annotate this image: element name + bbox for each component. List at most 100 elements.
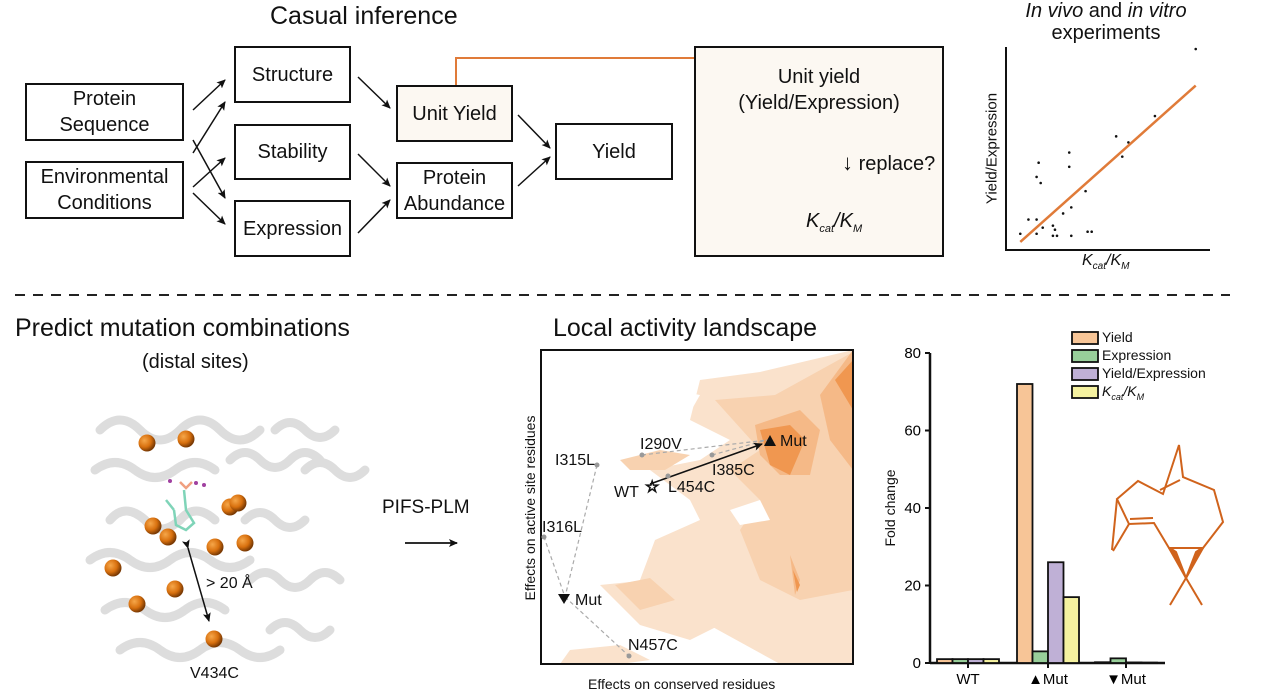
label-wt: WT <box>614 484 639 501</box>
scatter-axes <box>1005 47 1210 251</box>
bar-expression <box>951 658 969 664</box>
node-expression: Expression <box>234 200 351 257</box>
mutation-site-sphere <box>128 595 146 613</box>
note-replace: ↓ replace? <box>842 150 935 176</box>
arrow-expression-abundance <box>357 199 391 234</box>
legend-swatch <box>1071 349 1099 363</box>
scatter-point <box>1051 234 1055 238</box>
arrow-abundance-yield <box>517 156 551 187</box>
bar-x-tick-label: ▲Mut <box>1028 671 1069 688</box>
bar-y-tick-label: 80 <box>904 345 921 362</box>
bar-x-tick-label: ▼Mut <box>1106 671 1147 688</box>
scatter-point <box>1035 175 1038 179</box>
cat-subscript: cat <box>819 223 835 235</box>
node-label: Structure <box>251 63 334 86</box>
node-label: Protein Abundance <box>403 166 506 215</box>
scatter-point <box>1067 151 1071 154</box>
arrow-seq-expression <box>192 139 226 199</box>
legend-swatch <box>1071 385 1099 399</box>
scatter-point <box>1194 47 1198 51</box>
ligand <box>165 479 206 532</box>
scatter-point <box>1084 189 1087 193</box>
scatter-point <box>1114 135 1118 138</box>
node-environmental-conditions: Environmental Conditions <box>25 161 184 219</box>
scatter-point <box>1090 230 1093 234</box>
arrow-unityield-yield <box>517 114 551 149</box>
scatter-point <box>1127 141 1130 144</box>
node-unit-yield: Unit Yield <box>396 85 513 142</box>
unit-yield-note: Unit yield (Yield/Expression) ↓ replace?… <box>694 46 944 257</box>
scatter-point <box>1053 228 1057 231</box>
bottom-title: Predict mutation combinations <box>15 314 350 342</box>
scatter-point <box>1035 232 1038 236</box>
mutation-points <box>541 452 715 659</box>
arrow-env-stability <box>192 157 226 188</box>
title-in-vivo: In vivo <box>1025 0 1084 22</box>
node-label: Expression <box>243 217 342 240</box>
note-kcat-km: Kcat/KM <box>806 210 862 235</box>
point-n457c <box>626 653 632 659</box>
node-structure: Structure <box>234 46 351 103</box>
down-arrow-icon: ↓ <box>842 150 853 175</box>
arrow-env-expression <box>192 192 226 225</box>
label-i316l: I316L <box>542 519 582 536</box>
bar-yield <box>1094 661 1112 664</box>
mutation-site-sphere <box>166 580 184 598</box>
scatter-point <box>1041 226 1045 229</box>
landscape-xlabel: Effects on conserved residues <box>588 676 776 692</box>
node-label: Unit Yield <box>412 102 497 125</box>
landscape-title: Local activity landscape <box>553 314 818 342</box>
legend-swatch <box>1071 331 1099 345</box>
label-l454c: L454C <box>668 479 715 496</box>
scatter-point <box>1018 232 1022 236</box>
k-symbol: K <box>1082 252 1093 269</box>
note-line2: (Yield/Expression) <box>738 92 900 114</box>
legend-swatch <box>1071 367 1099 381</box>
mutation-site-sphere <box>177 430 195 448</box>
bar-yield-expression <box>1125 661 1143 664</box>
scatter-point <box>1037 161 1040 165</box>
arrow-stability-abundance <box>357 153 391 187</box>
title-experiments: experiments <box>1051 22 1161 44</box>
bar-expression <box>1109 657 1127 664</box>
arrow-seq-structure <box>192 79 226 111</box>
m-subscript: M <box>1121 261 1130 273</box>
mutation-site-sphere <box>104 559 122 577</box>
mutation-site-sphere <box>138 434 156 452</box>
scatter-point <box>1086 230 1089 234</box>
scatter-point <box>1039 181 1042 185</box>
cat-subscript: cat <box>1092 261 1107 273</box>
scatter-point <box>1067 165 1071 169</box>
distance-label: > 20 Å <box>206 573 253 592</box>
node-label: Stability <box>257 141 328 163</box>
slash-k: /K <box>834 210 853 232</box>
method-label: PIFS-PLM <box>382 497 470 518</box>
bar-kcat-km <box>1062 596 1080 664</box>
bar-legend-labels: Yield Expression Yield/Expression Kcat/K… <box>1102 328 1206 406</box>
label-mut-down: Mut <box>575 592 602 609</box>
m-subscript: M <box>1136 391 1145 402</box>
node-label: Environmental Conditions <box>40 166 169 214</box>
slash-k: /K <box>1106 252 1122 269</box>
label-i385c: I385C <box>712 462 755 479</box>
point-i316l <box>541 534 547 540</box>
site-label: V434C <box>190 665 239 682</box>
scatter-xlabel: Kcat/KM <box>1082 252 1129 272</box>
bar-yield-expression <box>1047 561 1065 664</box>
k-symbol: K <box>1102 383 1112 399</box>
arrow-env-structure <box>192 101 226 154</box>
point-i385c <box>709 452 715 458</box>
bar-y-tick-label: 40 <box>904 500 921 517</box>
note-line1: Unit yield <box>777 66 861 88</box>
bar-yield <box>1016 383 1034 664</box>
title-in-vitro: in vitro <box>1127 0 1187 22</box>
label-mut-up: Mut <box>780 433 807 450</box>
bar-y-tick-label: 20 <box>904 578 921 595</box>
node-yield: Yield <box>555 123 673 180</box>
legend-expression: Expression <box>1102 347 1172 363</box>
scatter-fit-line <box>1019 84 1197 243</box>
